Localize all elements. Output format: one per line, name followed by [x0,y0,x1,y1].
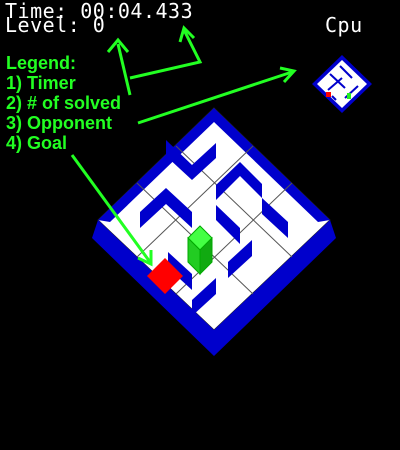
wall-segment [118,240,142,278]
wall-segment [140,188,166,228]
legend-item-opponent: 3) Opponent [6,113,112,133]
opponent-goal [326,92,331,97]
wall-segment [192,278,216,316]
wall-segment [216,205,240,244]
maze-floor [97,107,331,331]
arrow-opponent [137,70,293,125]
legend-item-solved: 2) # of solved [6,93,122,113]
wall-segment [166,188,192,228]
annotation-arrows [70,25,297,267]
inner-walls [118,140,288,316]
timer-display: Time: 00:04.433 [5,0,194,23]
arrow-goal [70,154,152,263]
goal-tile [147,258,183,294]
legend-title: Legend: [6,53,76,73]
wall-segment [166,140,192,180]
opponent-player [347,93,351,99]
timer-value: 00:04.433 [80,0,194,23]
legend-item-timer: 1) Timer [6,73,76,93]
level-value: 0 [92,13,106,37]
wall-segment [168,252,192,290]
player-piece [187,225,213,276]
arrow-timer [116,43,132,96]
arrow-level [129,29,203,80]
wall-segment [192,143,216,180]
outer-wall-back-left [98,108,214,222]
opponent-label: Cpu [325,13,363,37]
timer-label: Time: [5,0,68,23]
wall-segment [216,162,262,200]
legend-item-goal: 4) Goal [6,133,68,153]
wall-segment [228,240,252,278]
level-label: Level: [5,13,81,37]
wall-segment [262,198,288,238]
outer-wall-right [214,220,336,356]
maze-board [92,107,336,356]
opponent-maze [312,55,372,113]
level-display: Level: 0 [5,13,106,37]
outer-wall-back-right [214,108,330,222]
